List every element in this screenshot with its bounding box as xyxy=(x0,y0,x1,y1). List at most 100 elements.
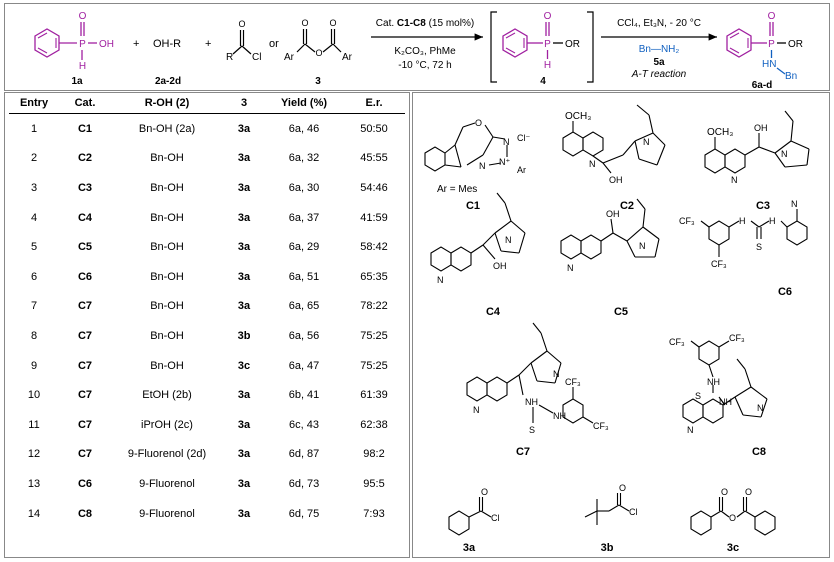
amine-group: HN xyxy=(762,59,776,70)
entry-cell: 8 xyxy=(30,329,38,342)
entry-cell: 7 xyxy=(30,300,38,313)
structure-c5 xyxy=(560,198,660,260)
er-cell: 54:46 xyxy=(360,181,388,194)
phosphorus-atom: P xyxy=(79,39,86,50)
yield-cell: 6a, 51 xyxy=(288,270,320,283)
acylating-agent-cell: 3a xyxy=(237,418,251,431)
entry-cell: 1 xyxy=(30,122,38,135)
alcohol-cell: iPrOH (2c) xyxy=(141,418,193,431)
compound-label-3: 3 xyxy=(315,76,321,87)
reaction-scheme: O P H OH 1a + OH-R 2a-2d + O R Cl or O O… xyxy=(4,3,830,91)
acylating-agent-cell: 3a xyxy=(237,181,251,194)
hydrogen-atom: H xyxy=(544,60,551,71)
condition-reaction-name: A-T reaction xyxy=(631,69,687,80)
yield-cell: 6a, 32 xyxy=(288,152,320,165)
compound-1a: O P H OH 1a xyxy=(34,11,114,87)
c3-quinoline-nitrogen: N xyxy=(731,175,738,185)
yield-cell: 6a, 46 xyxy=(288,122,320,135)
compound-label-4: 4 xyxy=(540,76,546,87)
alkoxy-group: OR xyxy=(788,39,803,50)
column-header-yield: Yield (%) xyxy=(265,93,343,114)
3b-chlorine: Cl xyxy=(629,507,638,517)
chlorine-atom: Cl xyxy=(252,52,261,63)
acylating-agent-cell: 3a xyxy=(237,389,251,402)
yield-cell: 6b, 41 xyxy=(288,389,320,402)
yield-cell: 6d, 73 xyxy=(288,477,320,490)
column-header-er: E.r. xyxy=(343,93,405,114)
3a-chlorine: Cl xyxy=(491,513,500,523)
alcohol-cell: Bn-OH xyxy=(150,152,184,165)
c8-trifluoromethyl: CF₃ xyxy=(729,333,745,343)
c7-trifluoromethyl: CF₃ xyxy=(593,421,609,431)
catalyst-cell: C7 xyxy=(77,418,93,431)
entry-cell: 10 xyxy=(27,389,41,402)
product-6: O P OR HN Bn 6a-d xyxy=(726,11,803,91)
entry-cell: 11 xyxy=(28,418,40,431)
alcohol-cell: Bn-OH xyxy=(150,300,184,313)
er-cell: 58:42 xyxy=(360,241,388,254)
label-c7: C7 xyxy=(516,446,530,458)
alcohol-cell: Bn-OH xyxy=(150,181,184,194)
acylating-agent-cell: 3c xyxy=(237,359,251,372)
catalyst-cell: C7 xyxy=(77,448,93,461)
column-header-acylating-agent: 3 xyxy=(223,93,265,114)
catalyst-structures-panel: O N N⁺ N Cl⁻ Ar Ar = Mes OCH₃ OH N N OCH… xyxy=(412,92,830,558)
compound-label-6: 6a-d xyxy=(752,80,773,90)
c3-hydroxyl: OH xyxy=(754,123,768,133)
c7-amide-nh: NH xyxy=(525,397,538,407)
er-cell: 50:50 xyxy=(360,122,388,135)
alcohol-cell: Bn-OH xyxy=(150,359,184,372)
alcohol-cell: Bn-OH xyxy=(150,211,184,224)
c8-quinoline-nitrogen: N xyxy=(687,425,694,435)
c6-trifluoromethyl: CF₃ xyxy=(679,216,695,226)
c1-nitrogen: N xyxy=(479,161,486,171)
catalyst-cell: C7 xyxy=(77,359,93,372)
structure-3c xyxy=(690,497,776,536)
catalyst-cell: C7 xyxy=(77,300,93,313)
compound-label-1a: 1a xyxy=(71,76,83,87)
r-group: R xyxy=(226,52,233,63)
acylating-agent-cell: 3a xyxy=(237,211,251,224)
bridging-oxygen: O xyxy=(315,48,322,58)
er-cell: 75:25 xyxy=(360,359,388,372)
catalyst-cell: C2 xyxy=(77,152,93,165)
3c-bridging-oxygen: O xyxy=(729,513,736,523)
c1-aryl-definition: Ar = Mes xyxy=(437,184,477,195)
3c-oxygen: O xyxy=(721,487,728,497)
c6-trifluoromethyl: CF₃ xyxy=(711,259,727,269)
alcohol-cell: Bn-OH xyxy=(150,241,184,254)
acylating-agent-cell: 3a xyxy=(237,300,251,313)
label-c1: C1 xyxy=(466,200,480,212)
label-c2: C2 xyxy=(620,200,634,212)
acylating-agent-cell: 3b xyxy=(237,329,251,342)
c2-methoxy: OCH₃ xyxy=(565,111,591,122)
structure-c2 xyxy=(562,104,666,174)
yield-cell: 6a, 37 xyxy=(288,211,320,224)
catalyst-cell: C3 xyxy=(77,181,93,194)
3c-oxygen: O xyxy=(745,487,752,497)
entry-cell: 4 xyxy=(30,211,38,224)
catalyst-cell: C6 xyxy=(77,477,93,490)
c2-nitrogen: N xyxy=(643,137,650,147)
plus-sign: + xyxy=(133,38,139,50)
c5-nitrogen: N xyxy=(639,241,646,251)
label-c6: C6 xyxy=(778,286,792,298)
alcohol-cell: Bn-OH (2a) xyxy=(138,122,196,135)
c4-hydroxyl: OH xyxy=(493,261,507,271)
alkoxy-group: OR xyxy=(565,39,580,50)
er-cell: 61:39 xyxy=(360,389,388,402)
acylating-agent-cell: 3a xyxy=(237,507,251,520)
intermediate-4: O P H OR 4 xyxy=(490,11,594,87)
c6-sulfur: S xyxy=(756,242,762,252)
oxygen-atom: O xyxy=(768,11,776,22)
acylating-agent-cell: 3a xyxy=(237,477,251,490)
acylating-agent-cell: 3a xyxy=(237,270,251,283)
yield-cell: 6a, 65 xyxy=(288,300,320,313)
anhydride: O O O Ar Ar 3 xyxy=(284,18,353,87)
